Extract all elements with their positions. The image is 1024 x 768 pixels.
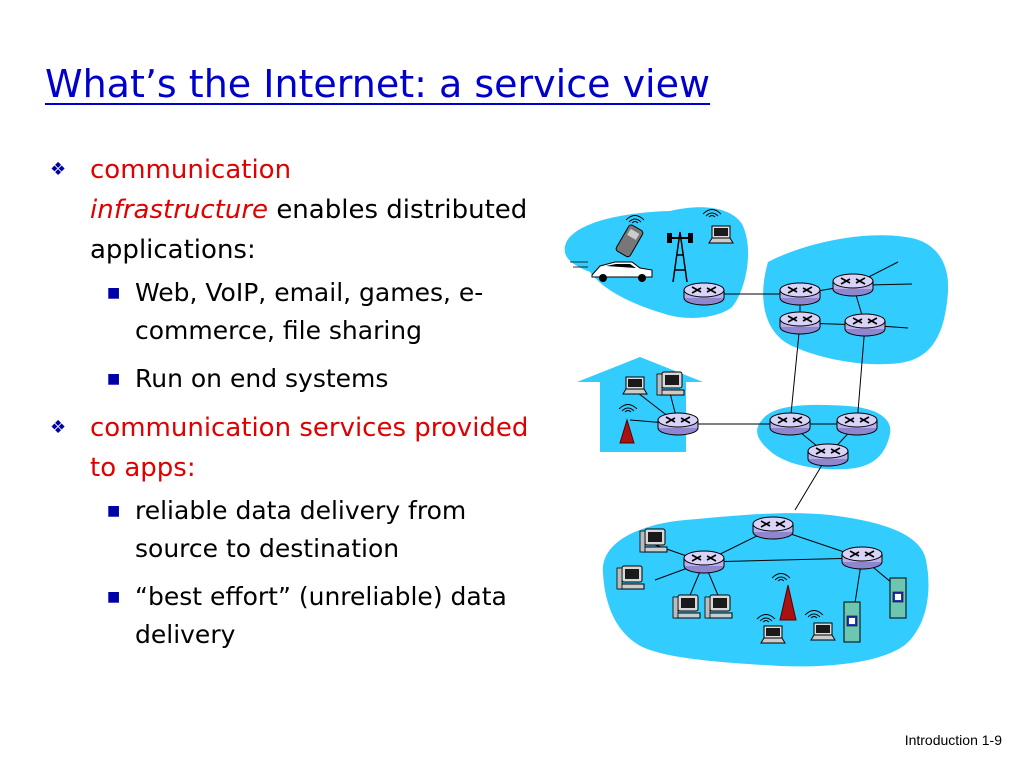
- laptop-icon: [708, 225, 734, 244]
- sub-bullet-best-effort: ■ “best effort” (unreliable) data delive…: [90, 578, 550, 654]
- desktop-computer-icon: [672, 594, 701, 619]
- mobile-phone-icon: [615, 224, 644, 258]
- router-icon: [841, 546, 883, 570]
- network-diagram: [564, 207, 948, 667]
- sub-bullet-list: ■ Web, VoIP, email, games, e-commerce, f…: [90, 274, 550, 398]
- bullet-red-text: communication: [90, 155, 292, 185]
- sub-bullet-list: ■ reliable data delivery from source to …: [90, 492, 550, 654]
- house-icon: [577, 357, 703, 452]
- slide-footer: Introduction 1-9: [904, 732, 1002, 748]
- diamond-bullet-icon: ❖: [50, 417, 67, 438]
- bullet-list: ❖ communication infrastructure enables d…: [50, 150, 550, 664]
- bullet-infrastructure: ❖ communication infrastructure enables d…: [50, 150, 550, 398]
- router-icon: [844, 313, 886, 337]
- laptop-icon: [622, 376, 648, 395]
- server-icon: [843, 601, 861, 643]
- home-network: [577, 357, 703, 452]
- sub-bullet-text: “best effort” (unreliable) data delivery: [135, 582, 507, 649]
- sub-bullet-text: reliable data delivery from source to de…: [135, 496, 467, 563]
- wireless-access-point-icon: [619, 418, 635, 444]
- square-bullet-icon: ■: [107, 589, 121, 605]
- router-icon: [752, 516, 794, 540]
- bullet-text: enables distributed applications:: [90, 195, 528, 265]
- router-icon: [683, 550, 725, 574]
- sub-bullet-apps: ■ Web, VoIP, email, games, e-commerce, f…: [90, 274, 550, 350]
- server-icon: [889, 577, 907, 619]
- sub-bullet-reliable: ■ reliable data delivery from source to …: [90, 492, 550, 568]
- router-icon: [832, 273, 874, 297]
- car-icon: [570, 261, 653, 282]
- square-bullet-icon: ■: [107, 503, 121, 519]
- wireless-access-point-icon: [779, 584, 797, 621]
- diamond-bullet-icon: ❖: [50, 159, 67, 180]
- router-icon: [769, 412, 811, 436]
- router-icon: [779, 282, 821, 306]
- laptop-icon: [760, 625, 786, 644]
- desktop-computer-icon: [704, 594, 733, 619]
- square-bullet-icon: ■: [107, 371, 121, 387]
- laptop-icon: [810, 622, 836, 641]
- desktop-computer-icon: [616, 565, 645, 590]
- router-icon: [836, 412, 878, 436]
- desktop-computer-icon: [656, 371, 685, 396]
- sub-bullet-end-systems: ■ Run on end systems: [90, 360, 550, 398]
- square-bullet-icon: ■: [107, 285, 121, 301]
- router-icon: [657, 412, 699, 436]
- router-icon: [683, 282, 725, 306]
- desktop-computer-icon: [639, 528, 668, 553]
- bullet-red-italic: infrastructure: [90, 195, 269, 225]
- sub-bullet-text: Run on end systems: [135, 364, 389, 393]
- sub-bullet-text: Web, VoIP, email, games, e-commerce, fil…: [135, 278, 484, 345]
- slide-title: What’s the Internet: a service view: [45, 62, 711, 106]
- bullet-red-text: communication services provided to apps:: [90, 413, 529, 483]
- router-icon: [807, 443, 849, 467]
- bullet-services: ❖ communication services provided to app…: [50, 408, 550, 654]
- router-icon: [779, 311, 821, 335]
- cellular-tower-icon: [667, 231, 693, 283]
